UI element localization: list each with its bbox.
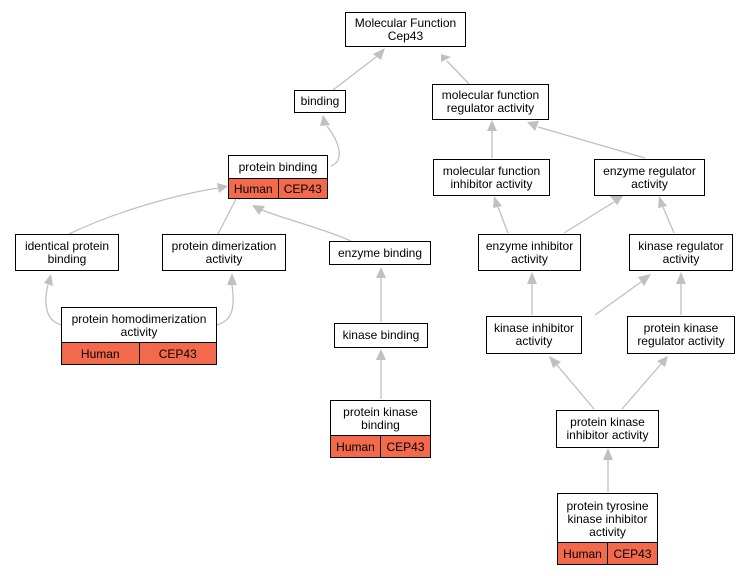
edge-line [446,60,470,85]
node-label-line: protein tyrosine [566,498,649,513]
node-label-line: inhibitor activity [450,176,533,191]
arrowhead-icon [376,267,386,278]
node-label-line: protein dimerization [171,238,277,253]
arrowhead-icon [320,115,330,126]
gene-label: CEP43 [607,543,657,564]
edge-line [621,363,662,410]
node-label-line: protein kinase [643,321,719,335]
arrowhead-icon [376,349,386,360]
node-binding[interactable]: binding [294,90,346,113]
node-label-line: molecular function [441,88,540,102]
node-label-line: binding [361,418,400,432]
edge-line [217,198,237,235]
annotation-row: Human CEP43 [331,435,430,457]
arrowhead-icon [217,183,228,193]
node-label-line: molecular function [442,163,541,178]
node-label-line: Molecular Function [354,15,457,30]
arrowhead-icon [44,274,53,286]
node-label-line: protein homodimerization [71,312,207,326]
node-label-line: inhibitor activity [566,428,649,442]
arrowhead-icon [676,272,686,284]
annotation-row: Human CEP43 [62,342,216,364]
node-label-line: kinase binding [342,328,420,342]
arrowhead-icon [527,272,537,284]
annotation-row: Human CEP43 [558,542,657,564]
node-label-line: kinase inhibitor [493,321,575,335]
organism-label: Human [336,439,375,454]
gene-label: CEP43 [277,179,328,198]
arrowhead-icon [227,273,237,285]
arrowhead-icon [638,274,651,286]
arrowhead-icon [373,48,385,60]
node-label-line: activity [120,325,158,339]
node-label-line: kinase inhibitor [567,511,648,526]
edge-line [497,206,509,234]
arrowhead-icon [493,196,502,208]
arrowhead-icon [252,205,265,215]
node-label-line: Cep43 [387,28,424,43]
organism-label: Human [233,181,273,196]
edge-line [215,284,234,326]
node-label-line: protein kinase [343,405,418,419]
gene-label: CEP43 [138,343,217,364]
node-label-line: enzyme regulator [603,163,696,178]
organism-label: Human [563,546,602,561]
node-label-line: protein binding [238,160,318,174]
node-kinase-binding[interactable]: kinase binding [334,323,428,348]
node-label-line: binding [47,251,87,266]
arrowhead-icon [610,196,623,205]
node-label-line: protein kinase [570,415,645,429]
node-label-line: enzyme inhibitor [485,238,574,253]
arrowhead-icon [603,448,613,460]
node-label-line: regulator activity [446,101,535,115]
edge-line [45,284,63,326]
node-label-line: activity [515,334,553,348]
node-label-line: enzyme binding [337,245,423,260]
gene-label: CEP43 [380,436,430,457]
edge-line [556,364,595,410]
arrowhead-icon [487,120,497,131]
arrowhead-icon [657,356,668,367]
edge-line [332,53,381,91]
node-label-line: kinase regulator [638,238,724,253]
node-label-line: identical protein [24,238,110,253]
edge-line [563,201,615,234]
edge-line [662,206,675,234]
edge-line [68,187,219,235]
edge-line [326,125,340,167]
arrowhead-icon [658,196,667,208]
node-label-line: activity [631,176,668,191]
edge-line [594,281,642,316]
node-label-line: activity [205,251,243,266]
organism-label: Human [80,346,120,361]
node-protein-binding[interactable]: protein binding Human CEP43 [228,155,328,199]
edge-line [261,209,352,242]
node-label-line: activity [662,251,700,266]
node-label-line: activity [589,524,626,539]
node-enzyme-binding[interactable]: enzyme binding [329,241,431,265]
node-label-line: activity [511,251,548,266]
arrowhead-icon [441,54,451,62]
arrowhead-icon [549,356,561,368]
arrowhead-icon [527,121,539,131]
annotation-row: Human CEP43 [229,178,327,198]
node-label-line: regulator activity [637,334,725,348]
edge-line [537,126,646,159]
node-label-line: binding [300,94,340,108]
